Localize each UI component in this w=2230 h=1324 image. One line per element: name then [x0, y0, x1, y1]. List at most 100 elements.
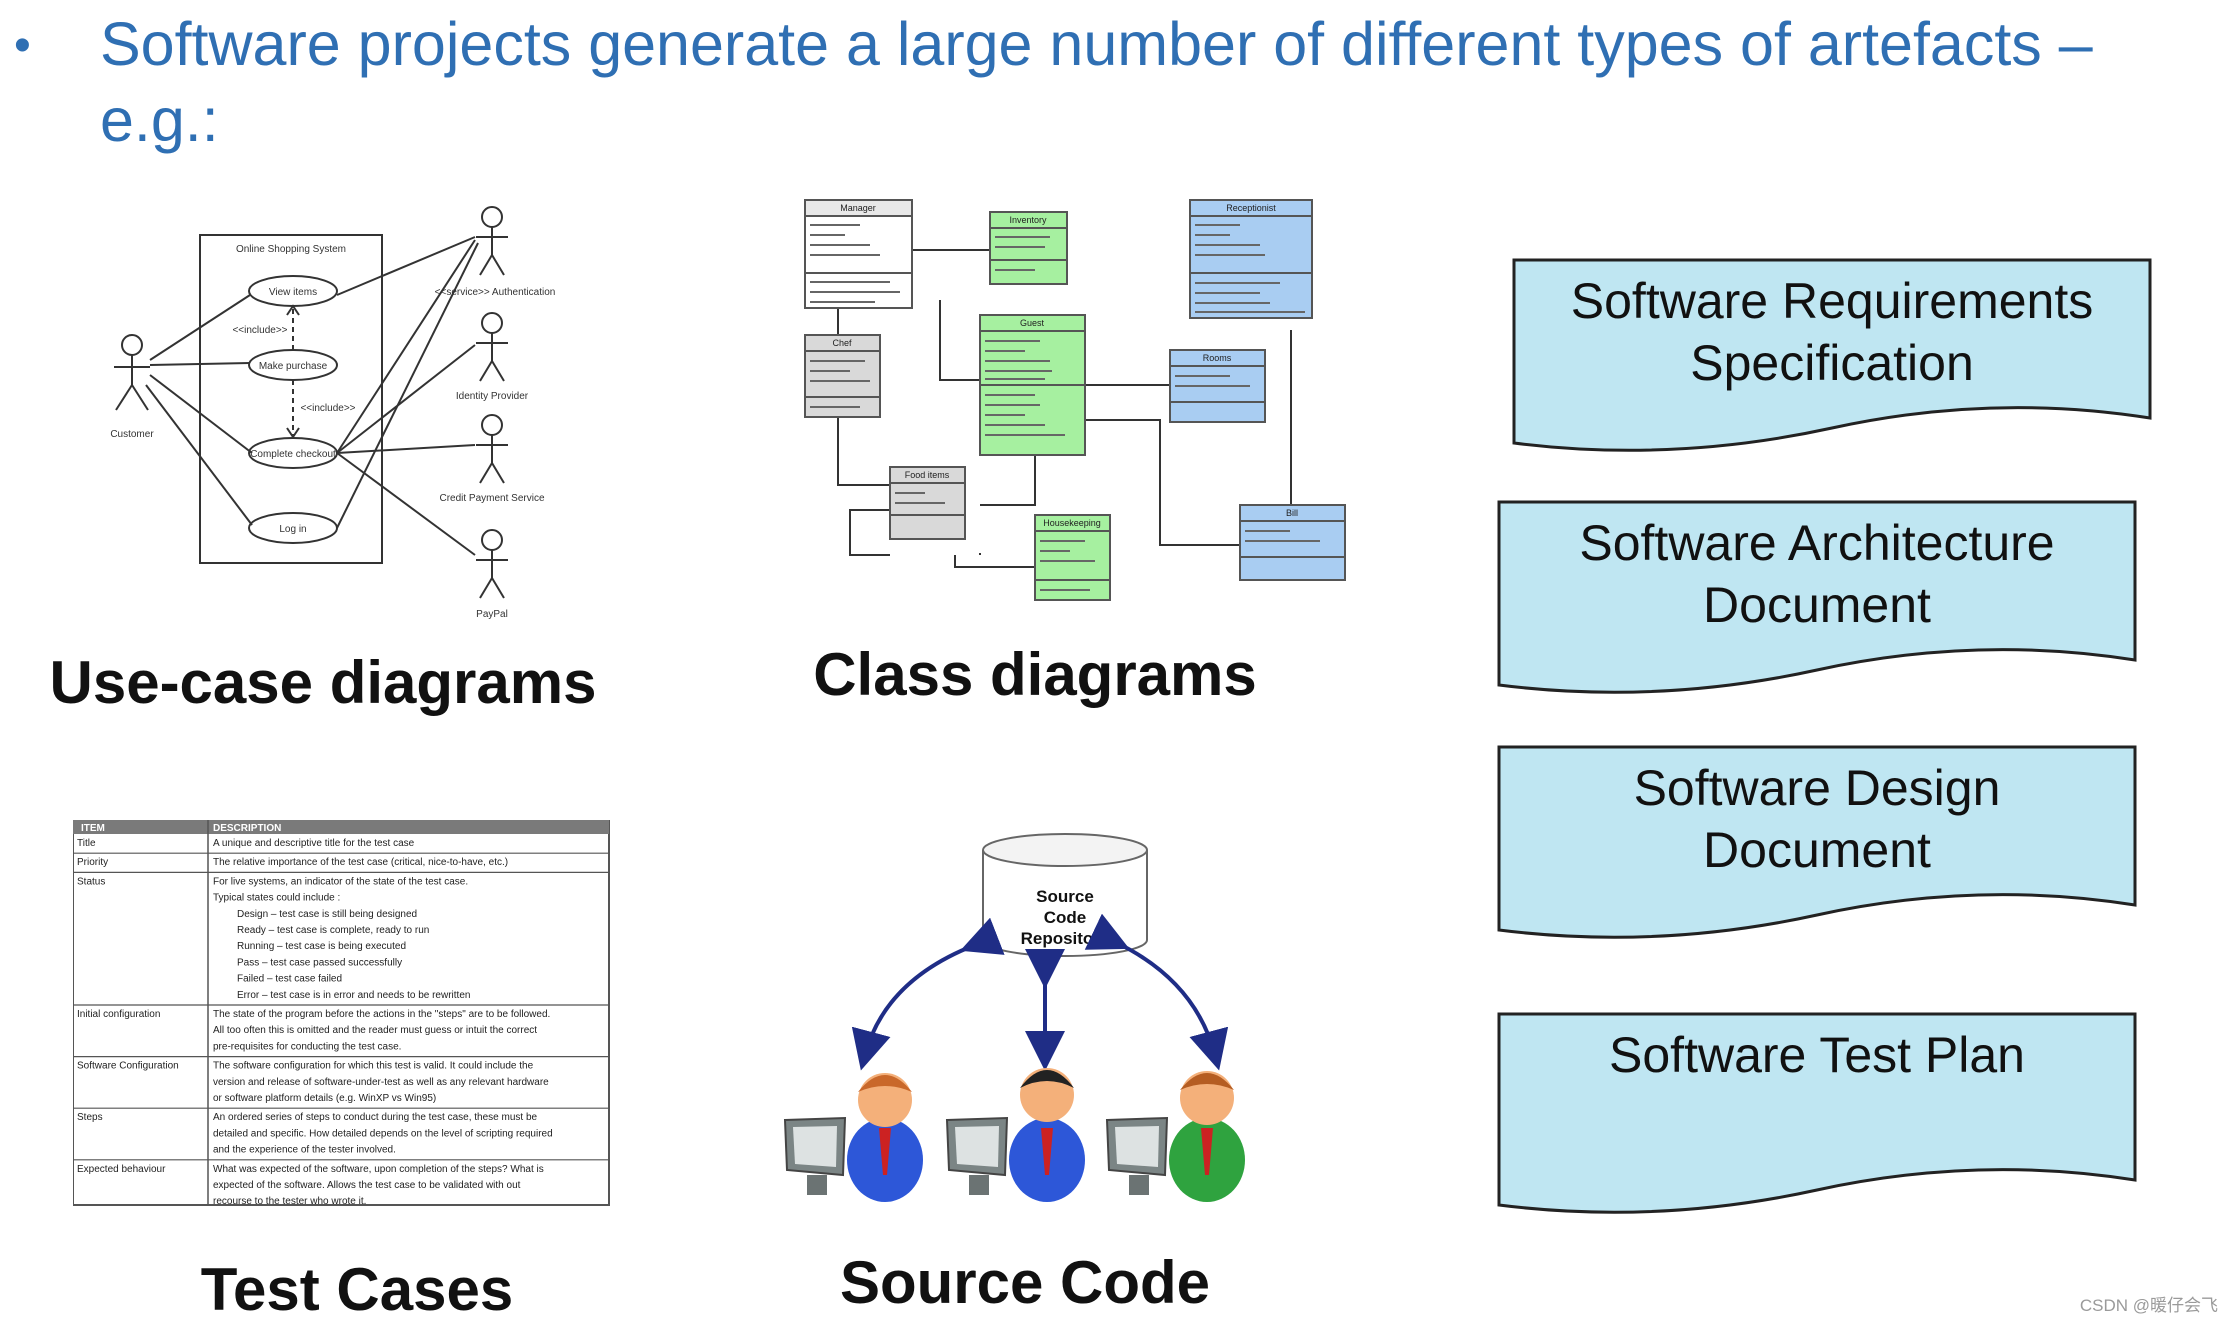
actor-credit-payment-icon [476, 414, 508, 484]
tc-header-item: ITEM [81, 823, 105, 834]
actor-authentication-icon [476, 206, 508, 276]
test-case-table: ITEM DESCRIPTION Title A unique and descr… [73, 820, 610, 1207]
table-cell-item: Steps [77, 1112, 103, 1123]
class-receptionist [1189, 199, 1313, 319]
class-rooms-name: Rooms [1203, 353, 1232, 363]
class-bill [1239, 504, 1346, 581]
source-code-illustration: Source Code Repository [783, 833, 1245, 1202]
class-food-items-name: Food items [905, 470, 950, 480]
table-cell-item: Title [77, 838, 96, 849]
actor-customer-icon [114, 334, 150, 411]
document-design-line1: Software Design [1633, 760, 2001, 816]
class-inventory-name: Inventory [1009, 215, 1047, 225]
include-label-2: <<include>> [300, 403, 355, 414]
document-srs-line1: Software Requirements [1570, 273, 2094, 329]
document-architecture-line1: Software Architecture [1579, 515, 2055, 571]
class-bill-name: Bill [1286, 508, 1298, 518]
table-cell-item: Initial configuration [77, 1009, 160, 1020]
arrow-right [1084, 913, 1229, 1071]
class-attribute-lines [810, 224, 1320, 591]
tc-header-description: DESCRIPTION [213, 823, 281, 834]
table-cell-description: or software platform details (e.g. WinXP… [213, 1093, 436, 1104]
repo-label-line1: Source [1036, 887, 1094, 906]
repo-label-line2: Code [1044, 908, 1087, 927]
table-cell-description: recourse to the tester who wrote it. [213, 1196, 366, 1207]
table-cell-description: For live systems, an indicator of the st… [213, 876, 468, 887]
table-row: Steps An ordered series of steps to condu… [73, 1112, 609, 1161]
uc-log-in-label: Log in [279, 524, 306, 535]
slide-headline: Software projects generate a large numbe… [100, 10, 2093, 154]
source-code-caption: Source Code [839, 1249, 1211, 1316]
actor-credit-payment-label: Credit Payment Service [439, 493, 544, 504]
document-srs: Software Requirements Specification [1512, 258, 2152, 458]
document-design: Software Design Document [1497, 745, 2137, 945]
table-cell-item: Priority [77, 857, 108, 868]
table-cell-description: All too often this is omitted and the re… [213, 1025, 537, 1036]
actor-customer-label: Customer [110, 429, 154, 440]
table-row: Status For live systems, an indicator of … [73, 876, 609, 1006]
document-design-shape [1497, 745, 2137, 939]
document-test-plan-shape [1497, 1012, 2137, 1214]
bullet-marker: • [14, 19, 31, 72]
developer-left-icon [783, 1073, 923, 1202]
developer-center-icon [945, 1068, 1085, 1202]
class-guest-name: Guest [1020, 318, 1045, 328]
document-architecture-line2: Document [1703, 577, 1931, 633]
table-cell-description: What was expected of the software, upon … [213, 1164, 544, 1175]
table-cell-description: Pass – test case passed successfully [237, 957, 402, 968]
uc-make-purchase-label: Make purchase [259, 361, 328, 372]
class-chef [804, 334, 881, 418]
table-cell-description: Failed – test case failed [237, 974, 342, 985]
test-cases-caption: Test Cases [200, 1256, 514, 1323]
table-cell-description: An ordered series of steps to conduct du… [213, 1112, 538, 1123]
table-cell-description: Design – test case is still being design… [237, 909, 417, 920]
actor-paypal-label: PayPal [476, 609, 508, 620]
system-boundary [199, 234, 383, 564]
developer-right-icon [1105, 1071, 1245, 1202]
table-cell-description: detailed and specific. How detailed depe… [213, 1128, 553, 1139]
class-manager-name: Manager [840, 203, 876, 213]
repo-label-line3: Repository [1021, 929, 1110, 948]
document-srs-line2: Specification [1690, 335, 1974, 391]
table-cell-description: Error – test case is in error and needs … [237, 990, 470, 1001]
document-srs-shape [1512, 258, 2152, 452]
table-cell-description: The software configuration for which thi… [213, 1061, 534, 1072]
arrow-left [851, 917, 1005, 1071]
table-row: Initial configuration The state of the pr… [73, 1009, 609, 1058]
class-diagram: Manager Inventory Receptionist Chef Gues… [804, 199, 1346, 601]
include-label-1: <<include>> [232, 325, 287, 336]
document-test-plan-line1: Software Test Plan [1609, 1027, 2025, 1083]
watermark: CSDN @暖仔会飞 [2079, 1296, 2218, 1315]
table-row: Priority The relative importance of the t… [73, 857, 609, 874]
class-housekeeping-name: Housekeeping [1043, 518, 1101, 528]
class-receptionist-name: Receptionist [1226, 203, 1276, 213]
table-cell-description: The relative importance of the test case… [213, 857, 508, 868]
class-housekeeping [1034, 514, 1111, 601]
table-row: Software Configuration The software confi… [73, 1061, 609, 1109]
use-case-diagram: Online Shopping System View items Make p… [110, 206, 556, 620]
table-cell-description: Running – test case is being executed [237, 941, 406, 952]
document-architecture: Software Architecture Document [1497, 500, 2137, 700]
actor-identity-provider-label: Identity Provider [456, 391, 529, 402]
table-cell-description: Ready – test case is complete, ready to … [237, 925, 429, 936]
class-guest [979, 314, 1086, 456]
table-cell-description: version and release of software-under-te… [213, 1077, 549, 1088]
system-label: Online Shopping System [236, 244, 346, 255]
table-cell-item: Software Configuration [77, 1061, 179, 1072]
class-diagram-caption: Class diagrams [813, 641, 1257, 708]
table-cell-description: A unique and descriptive title for the t… [213, 838, 415, 849]
table-cell-item: Status [77, 876, 105, 887]
table-row: Title A unique and descriptive title for … [73, 838, 609, 854]
table-cell-item: Expected behaviour [77, 1164, 166, 1175]
uc-view-items-label: View items [269, 287, 317, 298]
actor-authentication-label: <<service>> Authentication [435, 287, 556, 298]
table-cell-description: Typical states could include : [213, 893, 340, 904]
class-chef-name: Chef [832, 338, 852, 348]
document-design-line2: Document [1703, 822, 1931, 878]
actor-identity-provider-icon [476, 312, 508, 382]
use-case-caption: Use-case diagrams [49, 649, 597, 716]
table-cell-description: The state of the program before the acti… [213, 1009, 550, 1020]
table-cell-description: expected of the software. Allows the tes… [213, 1180, 521, 1191]
table-row: Expected behaviour What was expected of t… [77, 1164, 544, 1207]
table-cell-description: pre-requisites for conducting the test c… [213, 1041, 401, 1052]
